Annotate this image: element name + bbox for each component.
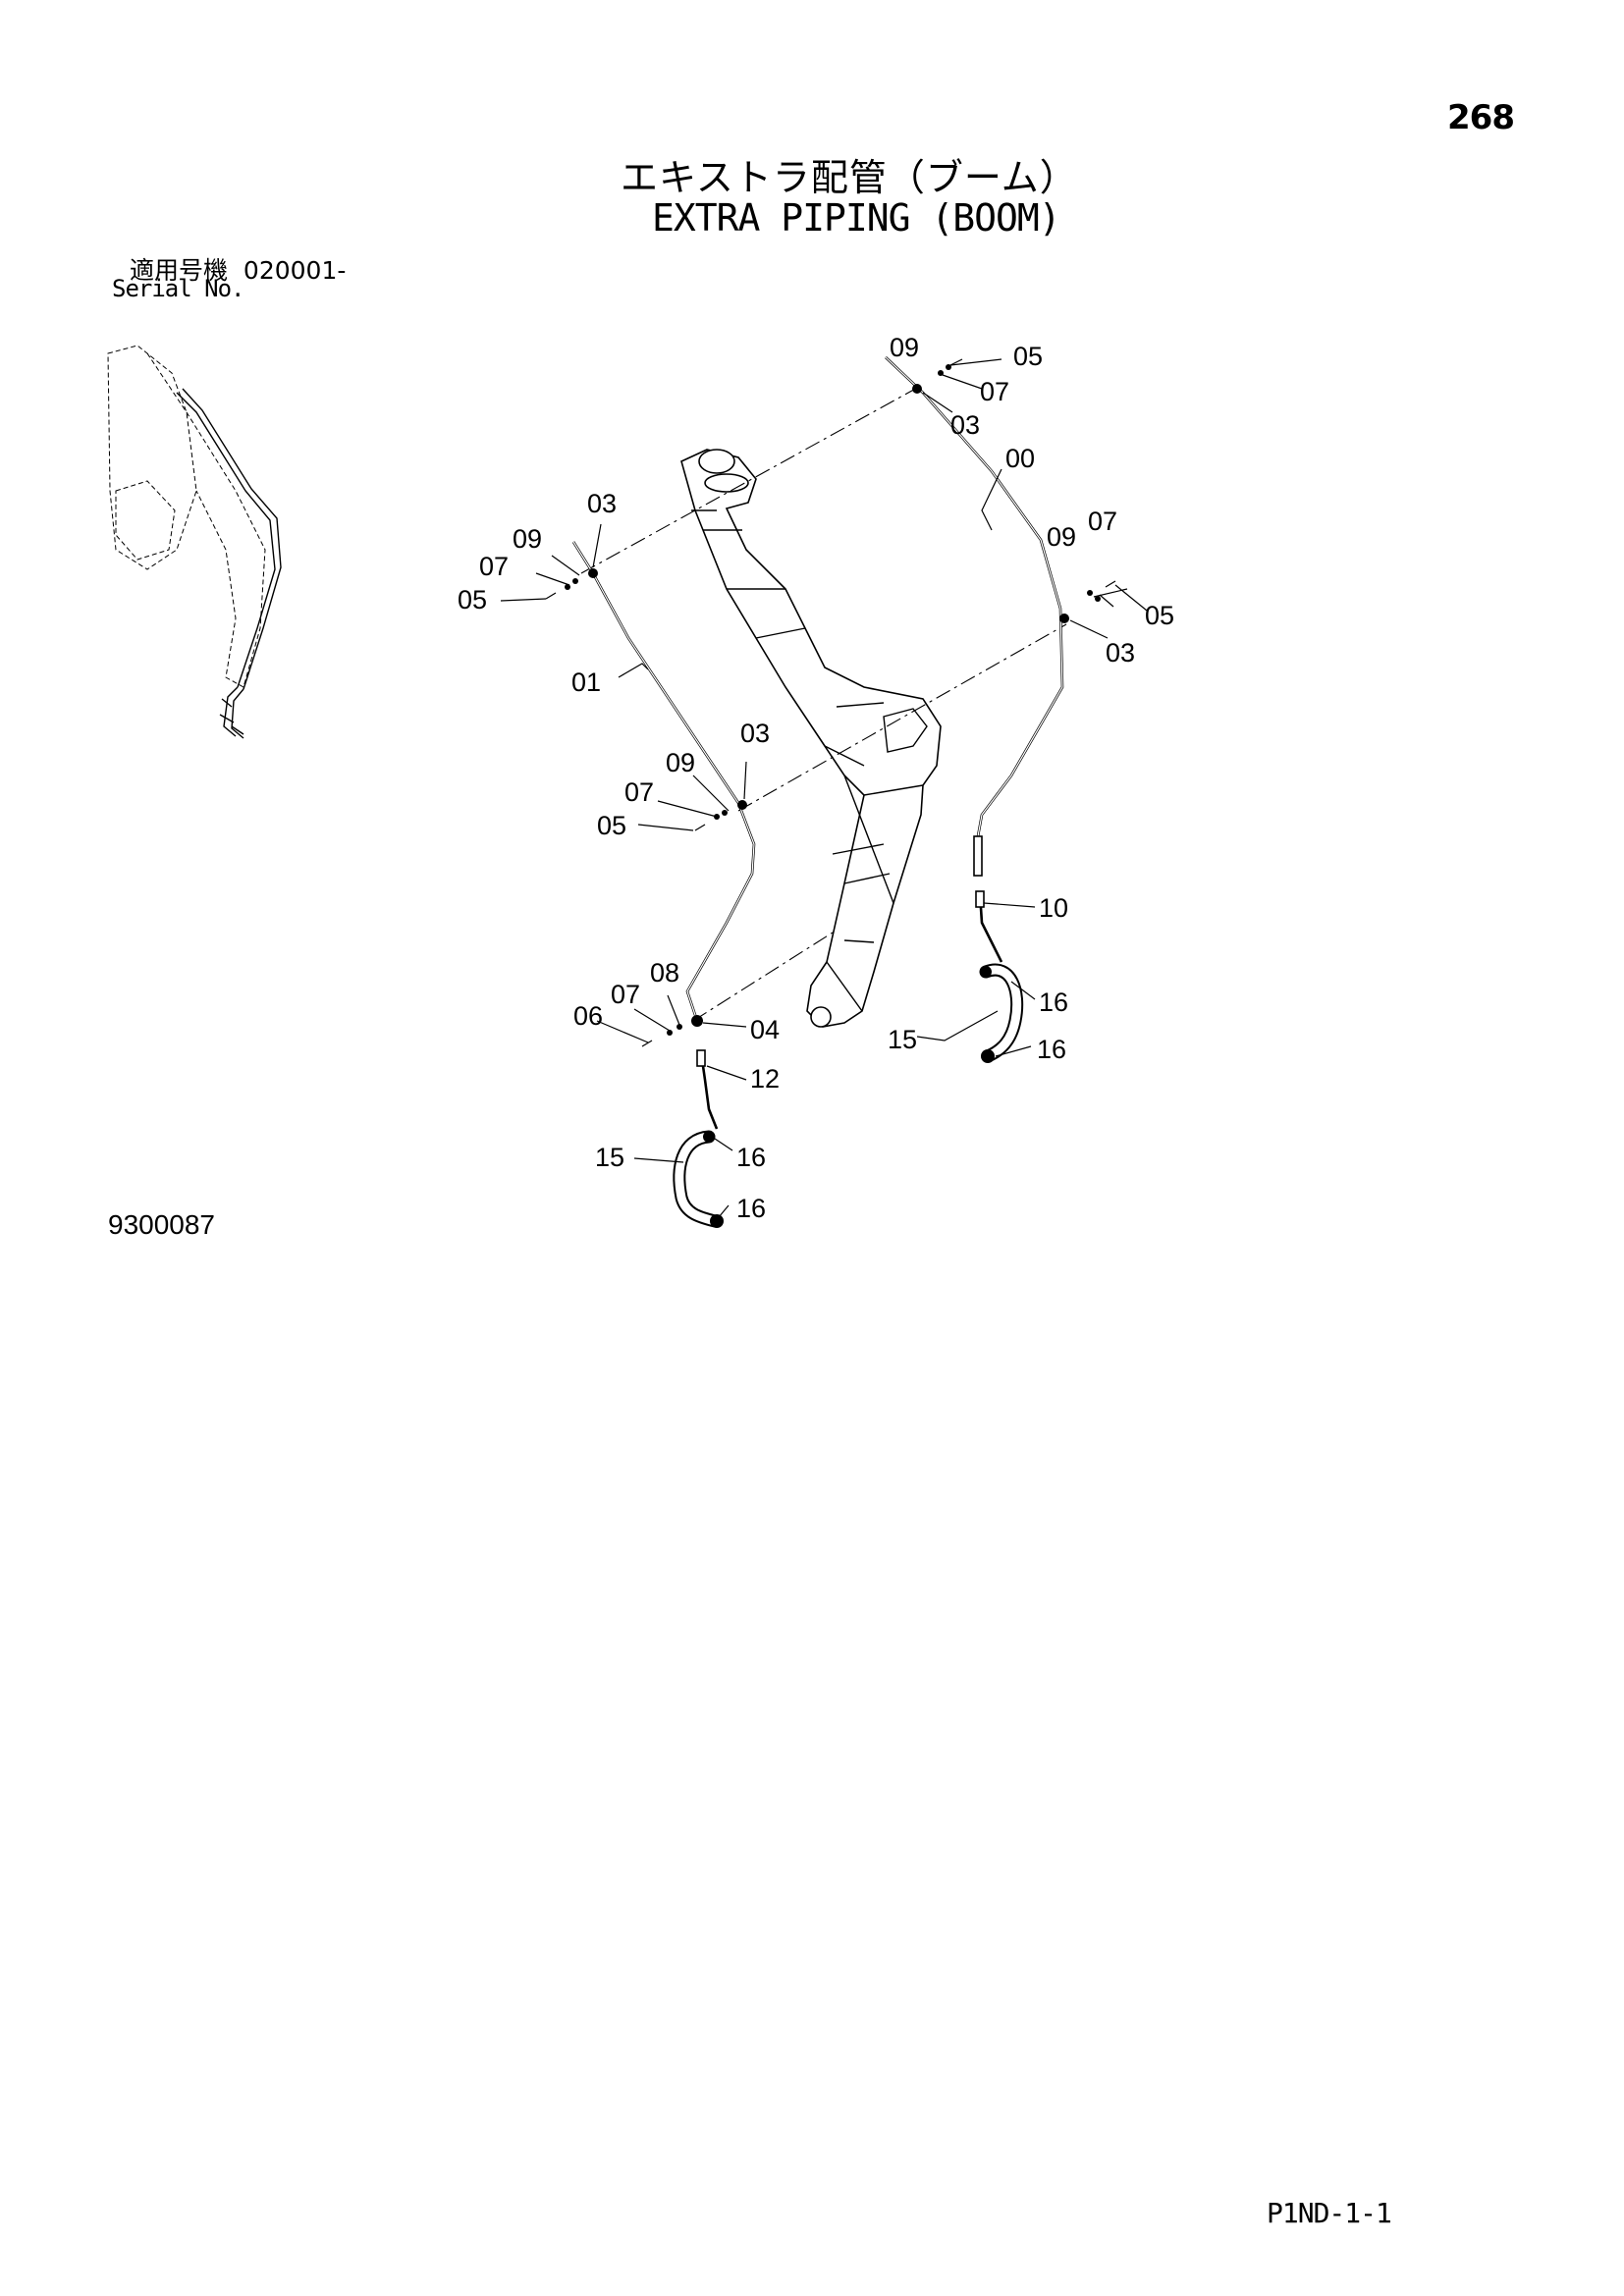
leader-lines [500, 358, 1148, 1218]
alignment-lines [580, 386, 1067, 1022]
serial-number-line: 適用号機 020001- [130, 251, 346, 287]
callout-labels: 09 05 07 03 00 03 09 07 05 09 07 05 03 0… [458, 333, 1174, 1223]
callout-16-left-a: 16 [736, 1143, 766, 1172]
callout-05-left-mid: 05 [597, 811, 626, 840]
callout-07-lower: 07 [611, 980, 640, 1009]
callout-07-top: 07 [980, 377, 1009, 406]
callout-03-right: 03 [1106, 638, 1135, 667]
hose-15-right [979, 963, 1024, 1063]
callout-10: 10 [1039, 893, 1068, 923]
callout-07-left-mid: 07 [624, 777, 654, 807]
callout-03-left-mid: 03 [740, 719, 770, 748]
callout-09-right: 09 [1047, 522, 1076, 552]
callout-03-left-top: 03 [587, 489, 617, 518]
page-title-english: EXTRA PIPING (BOOM) [652, 196, 1061, 240]
pipe-00 [885, 356, 1064, 877]
callout-00: 00 [1005, 444, 1035, 473]
pipe-01 [571, 541, 756, 1022]
clamp-03-right [1059, 614, 1069, 623]
figure-id: 9300087 [108, 1209, 216, 1240]
callout-12: 12 [750, 1064, 780, 1094]
callout-03-top: 03 [950, 410, 980, 440]
serial-label-japanese: 適用号機 [130, 256, 229, 285]
hose-12 [696, 1049, 719, 1130]
pipe-00-end-fitting [973, 835, 983, 877]
callout-04: 04 [750, 1015, 780, 1044]
callout-05-left-top: 05 [458, 585, 487, 614]
page-number: 268 [1447, 98, 1515, 137]
callout-16-right-a: 16 [1039, 988, 1068, 1017]
callout-07-left-top: 07 [479, 552, 509, 581]
clamp-03-top [912, 384, 922, 394]
page-title-japanese: エキストラ配管（ブーム） [621, 156, 1078, 199]
clamp-03-left-mid [737, 800, 747, 810]
machine-overview-illustration [107, 345, 282, 739]
callout-05-top: 05 [1013, 342, 1043, 371]
callout-16-right-b: 16 [1037, 1035, 1066, 1064]
fastener-marks [545, 358, 1116, 1047]
hose-15-left [673, 1130, 724, 1228]
clamp-03-left-top [588, 568, 598, 578]
callout-07-right: 07 [1088, 507, 1117, 536]
callout-16-left-b: 16 [736, 1194, 766, 1223]
callout-15-left: 15 [595, 1143, 624, 1172]
callout-08: 08 [650, 958, 679, 988]
serial-label-english: Serial No. [112, 275, 244, 302]
boom-outline [680, 449, 942, 1028]
clamp-marks [588, 384, 1069, 1027]
callout-01: 01 [571, 667, 601, 697]
callout-15-right: 15 [888, 1025, 917, 1054]
serial-range: 020001- [243, 256, 347, 285]
parts-diagram: 09 05 07 03 00 03 09 07 05 09 07 05 03 0… [107, 333, 1174, 1228]
fitting-04 [691, 1015, 703, 1027]
callout-06: 06 [573, 1001, 603, 1031]
page-code: P1ND-1-1 [1267, 2197, 1392, 2229]
callout-09-top: 09 [890, 333, 919, 362]
callout-09-left-mid: 09 [666, 748, 695, 777]
callout-05-right: 05 [1145, 601, 1174, 630]
hose-10 [975, 890, 1003, 963]
callout-09-left-top: 09 [513, 524, 542, 554]
